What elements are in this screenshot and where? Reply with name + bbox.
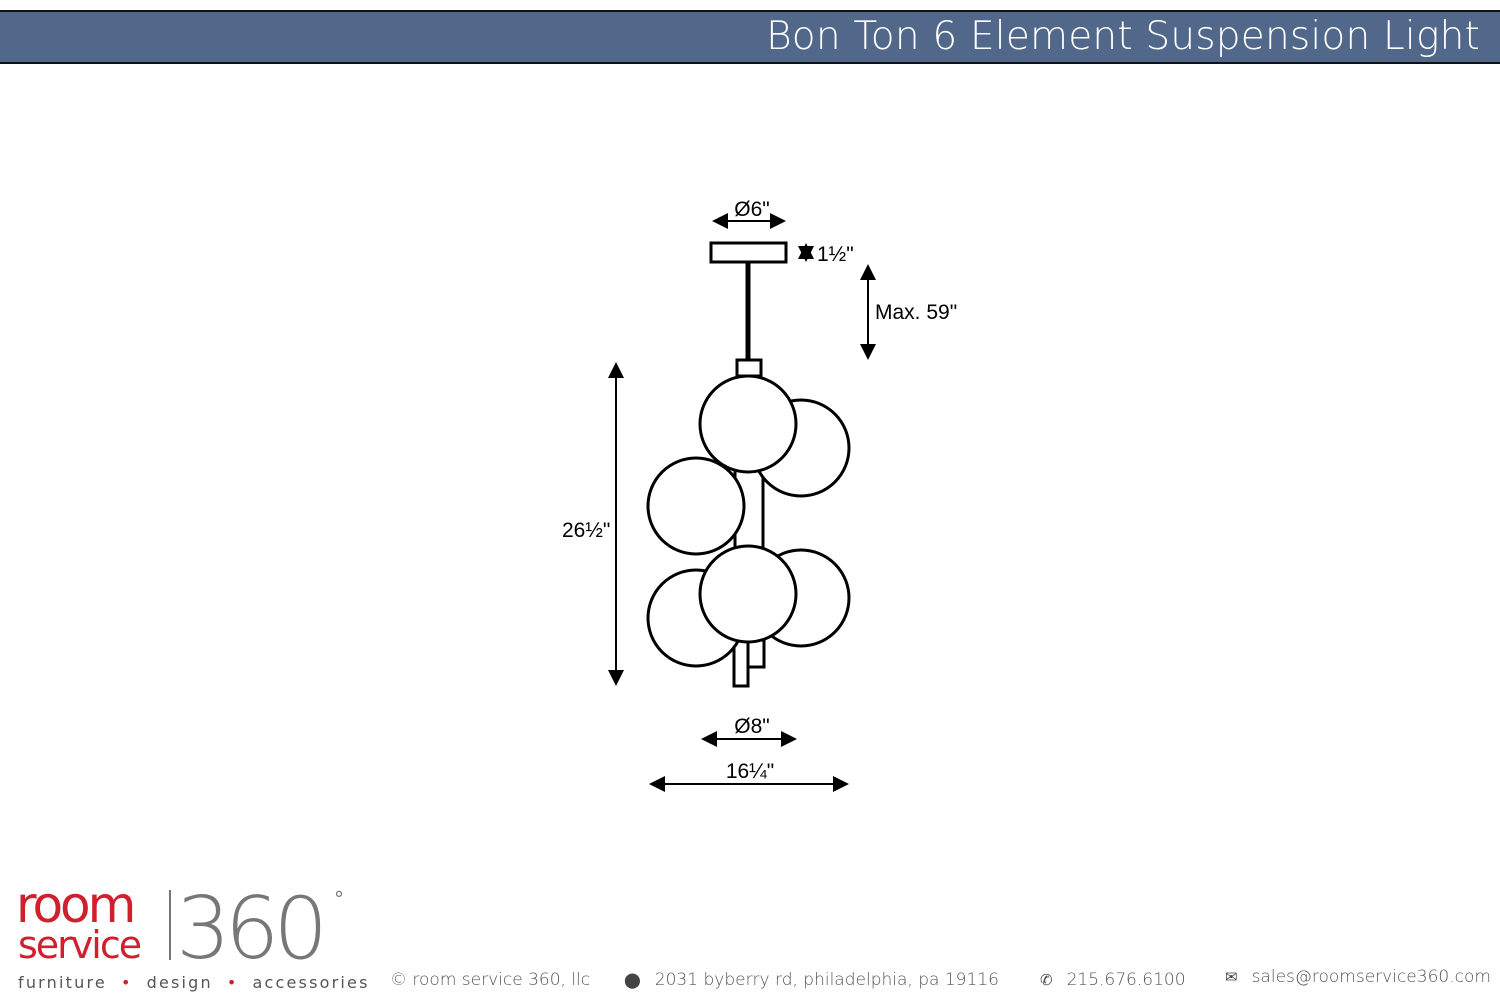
tagline-design: design xyxy=(146,973,213,992)
logo-360: 360 xyxy=(176,884,322,964)
fixture-outline xyxy=(646,241,851,688)
cable-length-label: Max. 59" xyxy=(875,301,957,324)
phone-text[interactable]: 215.676.6100 xyxy=(1066,970,1186,990)
map-pin-icon: ⬤ xyxy=(624,971,641,989)
fixture-width-label: 16¼" xyxy=(726,760,774,783)
tagline-accessories: accessories xyxy=(252,973,370,992)
title-bar: Bon Ton 6 Element Suspension Light xyxy=(0,10,1500,64)
dimension-lines xyxy=(608,213,876,792)
logo-degree: ° xyxy=(334,887,344,911)
logo-room: room xyxy=(16,884,133,934)
address: ⬤ 2031 byberry rd, philadelphia, pa 19116 xyxy=(624,970,999,990)
company-logo: room service 360 ° xyxy=(16,884,344,964)
copyright: © room service 360, llc xyxy=(390,970,591,990)
page-title: Bon Ton 6 Element Suspension Light xyxy=(766,14,1480,59)
canopy-diameter-label: Ø6" xyxy=(734,198,769,221)
phone[interactable]: ✆ 215.676.6100 xyxy=(1040,970,1186,990)
globe-diameter-label: Ø8" xyxy=(734,715,769,738)
phone-icon: ✆ xyxy=(1040,971,1053,989)
logo-service: service xyxy=(18,923,141,964)
tagline: furniture•design•accessories xyxy=(18,973,370,992)
tagline-furniture: furniture xyxy=(18,973,107,992)
envelope-icon: ✉ xyxy=(1225,968,1238,986)
address-text: 2031 byberry rd, philadelphia, pa 19116 xyxy=(654,970,999,990)
email-link[interactable]: sales@roomservice360.com xyxy=(1251,967,1491,987)
fixture-height-label: 26½" xyxy=(562,519,610,542)
canopy-height-label: 1½" xyxy=(817,243,854,266)
email[interactable]: ✉ sales@roomservice360.com xyxy=(1225,967,1491,987)
